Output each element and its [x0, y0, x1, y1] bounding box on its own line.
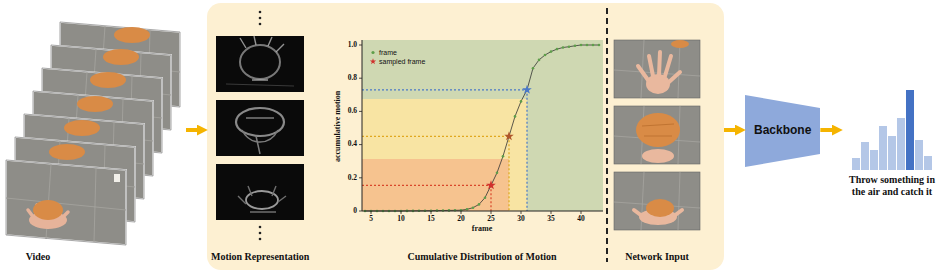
tick-label: 20	[457, 215, 465, 223]
bar-top	[906, 90, 914, 170]
trapezoid-shape	[745, 95, 820, 167]
tick-label: 40	[577, 215, 585, 223]
bread	[103, 49, 139, 65]
bar	[852, 158, 860, 170]
axis-title: accumulative motion	[335, 90, 344, 161]
caption-label: Video	[26, 251, 51, 263]
tick-label: 0	[353, 207, 357, 215]
motion-edge	[240, 45, 280, 79]
dot	[259, 17, 262, 20]
tick-label: 0.8	[348, 74, 357, 82]
dot	[259, 226, 262, 229]
class-histogram	[852, 90, 932, 170]
band-low	[362, 159, 509, 211]
bar	[924, 156, 932, 170]
motion-frame	[216, 36, 304, 92]
input-frame	[614, 106, 700, 164]
motion-edge	[238, 186, 286, 212]
motion-frame	[216, 164, 304, 220]
bread	[90, 72, 126, 88]
motion-image	[216, 36, 304, 92]
legend-star	[370, 58, 376, 64]
block-label: Backbone	[754, 124, 811, 138]
cdf-chart	[359, 40, 603, 214]
bar	[861, 142, 869, 170]
axis-line	[362, 40, 603, 211]
tick-label: 30	[517, 215, 525, 223]
bar	[915, 140, 923, 170]
bread	[671, 40, 689, 48]
axis-title: frame	[472, 225, 492, 234]
bread	[114, 27, 150, 43]
tick-label: 15	[427, 215, 435, 223]
bread	[646, 199, 674, 217]
guide-line	[362, 185, 491, 211]
tick-label: 5	[369, 215, 373, 223]
backbone-block: Backbone	[745, 95, 820, 167]
dot	[259, 11, 262, 14]
motion-edge	[242, 118, 278, 154]
bread	[64, 120, 100, 136]
video-stack	[6, 22, 180, 245]
motion-edge	[226, 84, 294, 86]
tick-label: 35	[547, 215, 555, 223]
guide-line	[362, 136, 509, 211]
video-frame	[6, 160, 126, 245]
bread-texture	[642, 124, 674, 136]
frame-image	[614, 106, 700, 164]
paper-scrap	[114, 174, 120, 182]
bar	[897, 118, 905, 170]
caption-label: Motion Representation	[211, 251, 309, 263]
band-high	[362, 40, 603, 211]
band-middle	[362, 99, 527, 211]
caption-label: Cumulative Distribution of Motion	[407, 251, 556, 263]
motion-edge	[240, 36, 284, 80]
caption-label: Throw something in the air and catch it	[846, 174, 938, 197]
sampled-star	[522, 85, 532, 94]
tick-label: 0.6	[348, 107, 357, 115]
flow-arrow	[186, 128, 199, 132]
bread	[33, 200, 63, 220]
frame-image	[614, 172, 700, 230]
dot	[259, 232, 262, 235]
hand	[642, 149, 674, 163]
input-frame	[614, 172, 700, 230]
sampled-star	[486, 180, 496, 189]
dot	[259, 23, 262, 26]
tick-label: 1.0	[348, 41, 357, 49]
tick-label: 25	[487, 215, 495, 223]
input-frame	[614, 40, 700, 98]
cdf-curve	[365, 45, 599, 211]
motion-image	[216, 164, 304, 220]
sampled-star	[504, 131, 514, 140]
fingers	[638, 52, 680, 82]
frame-image	[6, 160, 126, 245]
legend-label: sampled frame	[379, 58, 425, 66]
bread	[636, 113, 680, 147]
legend-label: frame	[379, 49, 397, 57]
bar	[870, 150, 878, 170]
frame-image	[614, 40, 700, 98]
bar	[879, 126, 887, 170]
motion-frame	[216, 100, 304, 156]
tick-label: 0.4	[348, 140, 357, 148]
tick-label: 10	[397, 215, 405, 223]
legend-dot	[371, 51, 374, 54]
guide-line	[362, 90, 527, 211]
dot	[259, 238, 262, 241]
bread	[77, 96, 113, 112]
motion-image	[216, 100, 304, 156]
flow-arrow	[724, 128, 737, 132]
bar	[888, 136, 896, 170]
flow-arrow	[820, 128, 834, 132]
tick-label: 0.2	[348, 174, 357, 182]
caption-label: Network Input	[625, 251, 689, 263]
bread	[49, 144, 85, 160]
